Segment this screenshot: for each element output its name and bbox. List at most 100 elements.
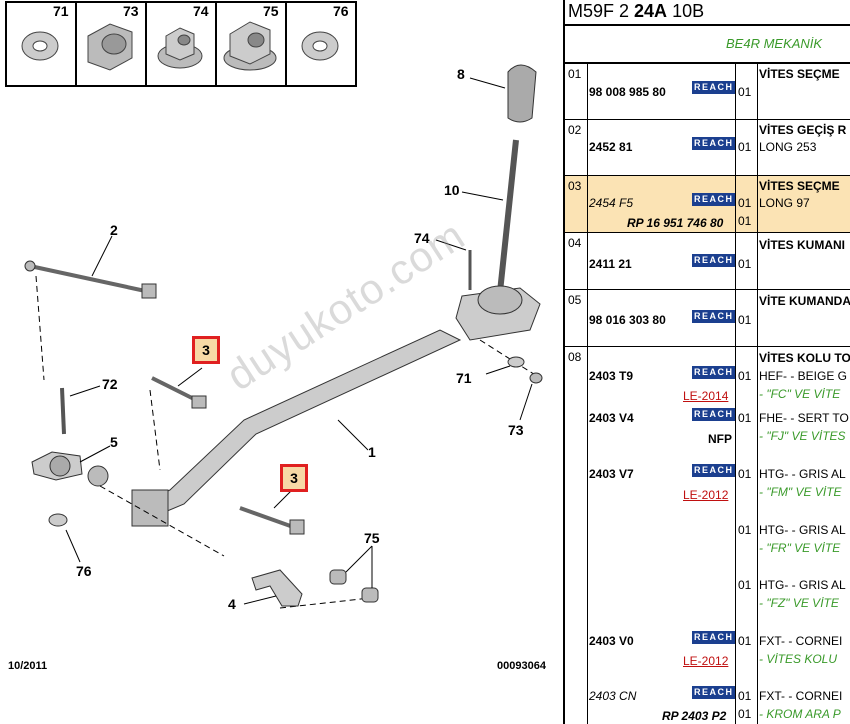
part-number[interactable]: 2403 T9 [589,369,634,383]
parts-diagram: 71 73 74 75 76 8 10 74 2 3 72 5 71 73 1 … [5,1,546,672]
le-date[interactable]: LE-2012 [683,488,729,502]
callout-8: 8 [457,66,465,82]
part-number[interactable]: 2403 V4 [589,411,634,425]
row-index: 03 [568,179,582,193]
variant-note: - "FJ" VE VİTES [759,429,846,443]
variant-note: - "FC" VE VİTE [759,387,841,401]
part-number[interactable]: 2403 CN [589,689,637,703]
description: VİTES SEÇME [759,179,840,193]
reach-badge: REACH [692,464,736,477]
callout-5: 5 [110,434,118,450]
list-row-04[interactable]: 04 2411 21 REACH 01 VİTES KUMANI [565,233,850,290]
variant-description: HTG- - GRIS AL [759,467,846,481]
callout-72: 72 [102,376,118,392]
variant-description: FXT- - CORNEI [759,689,843,703]
quantity: 01 [738,411,752,425]
quantity: 01 [738,140,752,154]
variant-description: HEF- - BEIGE G [759,369,848,383]
callout-74: 74 [414,230,430,246]
description-detail: LONG 97 [759,196,810,210]
callout-10: 10 [444,182,460,198]
fastener-label-74: 74 [193,3,209,19]
part-number[interactable]: 2403 V0 [589,634,634,648]
panel-title: M59F 2 24A 10B [568,1,704,22]
quantity: 01 [738,467,752,481]
title-suffix: 10B [667,1,705,21]
reach-badge: REACH [692,631,736,644]
fastener-label-76: 76 [333,3,349,19]
quantity: 01 [738,523,752,537]
variant-description: HTG- - GRIS AL [759,578,846,592]
row-index: 02 [568,123,582,137]
column-divider-index [587,64,588,724]
callout-75: 75 [364,530,380,546]
replacement-part[interactable]: RP 2403 P2 [662,709,727,723]
quantity: 01 [738,369,752,383]
variant-description: FHE- - SERT TO [759,411,849,425]
reach-badge: REACH [692,686,736,699]
callout-73: 73 [508,422,524,438]
title-divider [563,24,850,26]
quantity: 01 [738,578,752,592]
description: VİTES KOLU TO [759,351,850,365]
row-index: 08 [568,350,582,364]
reach-badge: REACH [692,193,736,206]
part-number[interactable]: 98 016 303 80 [589,313,666,327]
variant-note: - "FZ" VE VİTE [759,596,839,610]
list-row-08[interactable]: 08 VİTES KOLU TO 2403 T9 REACH 01 HEF- -… [565,347,850,724]
quantity: 01 [738,313,752,327]
quantity: 01 [738,257,752,271]
variant-note: - "FR" VE VİTE [759,541,841,555]
variant-note: - VİTES KOLU [759,652,838,666]
variant-note: - "FM" VE VİTE [759,485,842,499]
variant-note: - KROM ARA P [759,707,841,721]
list-row-01[interactable]: 01 98 008 985 80 REACH 01 VİTES SEÇME [565,64,850,120]
variant-description: FXT- - CORNEI [759,634,843,648]
title-bold: 24A [634,1,668,21]
quantity: 01 [738,689,752,703]
parts-list-panel [563,0,850,724]
callout-71: 71 [456,370,472,386]
part-number[interactable]: 2403 V7 [589,467,634,481]
footer-reference: 00093064 [497,660,546,672]
group-header: BE4R MEKANİK [563,26,850,64]
reach-badge: REACH [692,408,736,421]
row-index: 01 [568,67,582,81]
diagram-drawing [5,1,543,609]
description-detail: LONG 253 [759,140,817,154]
description: VİTES GEÇİŞ R [759,123,847,137]
le-date[interactable]: LE-2012 [683,654,729,668]
callout-4: 4 [228,596,236,612]
description: VİTES KUMANI [759,238,846,252]
replacement-quantity: 01 [738,214,752,228]
reach-badge: REACH [692,137,736,150]
row-index: 04 [568,236,582,250]
group-label: BE4R MEKANİK [726,36,823,51]
callout-3-upper: 3 [192,336,220,364]
row-index: 05 [568,293,582,307]
reach-badge: REACH [692,254,736,267]
reach-badge: REACH [692,310,736,323]
callout-3-lower: 3 [280,464,308,492]
part-number[interactable]: 2454 F5 [589,196,634,210]
fastener-label-71: 71 [53,3,69,19]
fastener-label-73: 73 [123,3,139,19]
fastener-label-75: 75 [263,3,279,19]
column-divider-reach [735,64,736,724]
description: VİTES SEÇME [759,67,840,81]
le-date[interactable]: LE-2014 [683,389,729,403]
list-row-05[interactable]: 05 98 016 303 80 REACH 01 VİTE KUMANDA [565,290,850,347]
part-number[interactable]: 98 008 985 80 [589,85,666,99]
part-number[interactable]: 2452 81 [589,140,633,154]
replacement-part[interactable]: RP 16 951 746 80 [627,216,724,230]
part-number[interactable]: 2411 21 [589,257,632,271]
quantity: 01 [738,634,752,648]
list-row-02[interactable]: 02 2452 81 REACH 01 VİTES GEÇİŞ R LONG 2… [565,120,850,176]
callout-2: 2 [110,222,118,238]
nfp-flag: NFP [708,432,732,446]
reach-badge: REACH [692,81,736,94]
column-divider-qty [757,64,758,724]
list-row-03[interactable]: 03 2454 F5 REACH 01 VİTES SEÇME LONG 97 … [565,176,850,233]
quantity: 01 [738,196,752,210]
replacement-quantity: 01 [738,707,752,721]
